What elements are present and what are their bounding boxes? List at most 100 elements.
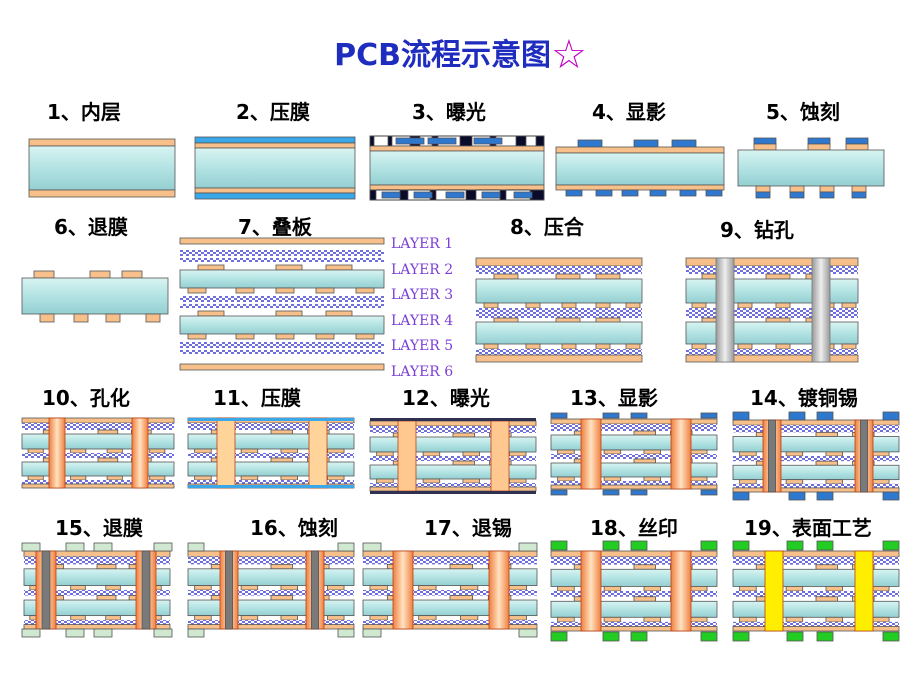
core-layer (194, 147, 356, 189)
board-develop (555, 139, 725, 197)
exposed-film (395, 137, 425, 145)
copper-pad (603, 586, 622, 592)
solder-mask (732, 540, 750, 551)
prepreg-layer (551, 621, 717, 627)
stripped-area (93, 542, 113, 552)
copper-pad (275, 287, 295, 294)
copper-layer (187, 550, 355, 557)
copper-pad (815, 596, 838, 602)
etch-resist (851, 191, 867, 199)
prepreg-layer (24, 556, 170, 565)
board-outer-film (187, 417, 355, 489)
mask-dark (369, 189, 377, 201)
exposed-film (427, 137, 457, 145)
core-layer (475, 278, 643, 304)
copper-pad (691, 302, 707, 309)
prepreg-layer (22, 453, 174, 458)
copper-pad (493, 273, 519, 280)
step-label-10: 10、孔化 (42, 386, 130, 410)
prepreg-layer (370, 426, 536, 433)
copper-pad (633, 458, 656, 464)
prepreg-layer (551, 481, 717, 485)
copper-pad (27, 448, 44, 454)
copper-pad (815, 460, 838, 466)
copper-pad (690, 586, 708, 592)
copper-pad (235, 287, 255, 294)
copper-trace (845, 143, 869, 151)
copper-pad (96, 595, 117, 601)
dry-film-layer (194, 136, 356, 144)
stripped-area (153, 542, 173, 552)
core-layer (732, 600, 900, 618)
copper-pad (422, 478, 441, 484)
board-exposure (369, 135, 545, 201)
copper-pad (739, 586, 757, 592)
step-label-8: 8、压合 (510, 215, 584, 239)
copper-trace (755, 185, 771, 193)
copper-pad (775, 302, 791, 309)
prepreg-layer (180, 350, 384, 354)
solder-mask (602, 540, 620, 551)
copper-pad (643, 476, 661, 482)
core-layer (555, 152, 725, 186)
solder-mask (786, 540, 804, 551)
copper-pad (643, 449, 661, 455)
plated-hole (392, 550, 414, 630)
copper-pad (270, 563, 293, 570)
copper-pad (327, 475, 345, 481)
board-strip (21, 270, 169, 323)
etched-area (187, 628, 205, 638)
copper-pad (187, 333, 207, 340)
board-outer-exposure (369, 418, 537, 494)
mask-dark (499, 189, 507, 201)
prepreg-layer (180, 250, 384, 256)
core-layer (21, 277, 169, 315)
plated-hole (131, 417, 149, 489)
developed-film (649, 189, 667, 197)
copper-trace (145, 313, 161, 323)
copper-pad (785, 451, 804, 457)
core-layer (550, 434, 718, 451)
mask-dark (515, 135, 527, 147)
etch-resist (755, 191, 771, 199)
copper-trace (39, 313, 55, 323)
copper-pad (625, 343, 641, 350)
layer-label-6: LAYER 6 (391, 364, 454, 380)
copper-pad (197, 310, 225, 317)
plating-resist (882, 491, 900, 501)
solder-mask (786, 631, 804, 642)
copper-layer (21, 417, 175, 424)
board-surface-finish (732, 540, 900, 642)
mask-dark (465, 189, 477, 201)
solder-mask (882, 540, 900, 551)
prepreg-layer (733, 621, 899, 627)
copper-pad (561, 343, 577, 350)
copper-pad (775, 343, 791, 350)
layer-label-1: LAYER 1 (391, 236, 454, 252)
etched-area (337, 628, 355, 638)
copper-pad (280, 448, 298, 454)
copper-pad (355, 333, 375, 340)
prepreg-layer (363, 620, 537, 625)
copper-pad (452, 460, 475, 466)
copper-layer (187, 624, 355, 630)
copper-pad (105, 585, 121, 591)
etch-resist (753, 137, 777, 145)
prepreg-layer (686, 266, 858, 274)
solder-mask (882, 631, 900, 642)
stripped-tin (518, 628, 538, 638)
copper-pad (462, 478, 480, 484)
core-layer (369, 436, 537, 453)
solder-mask (630, 631, 648, 642)
copper-pad (739, 616, 757, 623)
copper-pad (149, 475, 166, 481)
prepreg-layer (551, 591, 717, 597)
step-label-18: 18、丝印 (590, 516, 678, 540)
copper-trace (819, 185, 835, 193)
developed-film (550, 489, 568, 496)
copper-pad (280, 615, 298, 621)
copper-pad (275, 310, 303, 317)
core-layer (550, 568, 718, 587)
prepreg-layer (733, 483, 899, 488)
copper-layer (179, 237, 385, 245)
